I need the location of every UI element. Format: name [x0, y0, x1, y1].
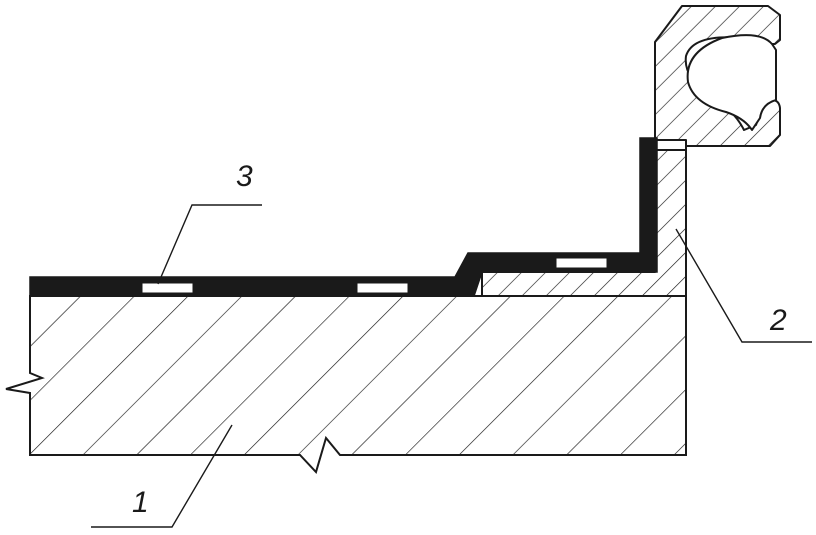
leader-line-2: [675, 228, 812, 343]
base-slab: [5, 295, 687, 474]
layer-gap: [356, 282, 409, 294]
bonding-layer: [29, 137, 658, 297]
base-slab-body: [5, 295, 687, 474]
profile-hook-cavity: [686, 34, 777, 131]
callout-label-3: 3: [236, 160, 253, 193]
edge-profile: [481, 5, 781, 297]
leader-line-1: [91, 424, 233, 528]
callout-label-1: 1: [132, 486, 149, 519]
leader-line-3: [157, 204, 262, 285]
layer-gap: [555, 257, 608, 269]
layer-gap: [141, 282, 194, 294]
bonding-layer-strip: [29, 137, 658, 297]
callout-label-2: 2: [769, 304, 787, 337]
leader-lines: [91, 204, 812, 528]
